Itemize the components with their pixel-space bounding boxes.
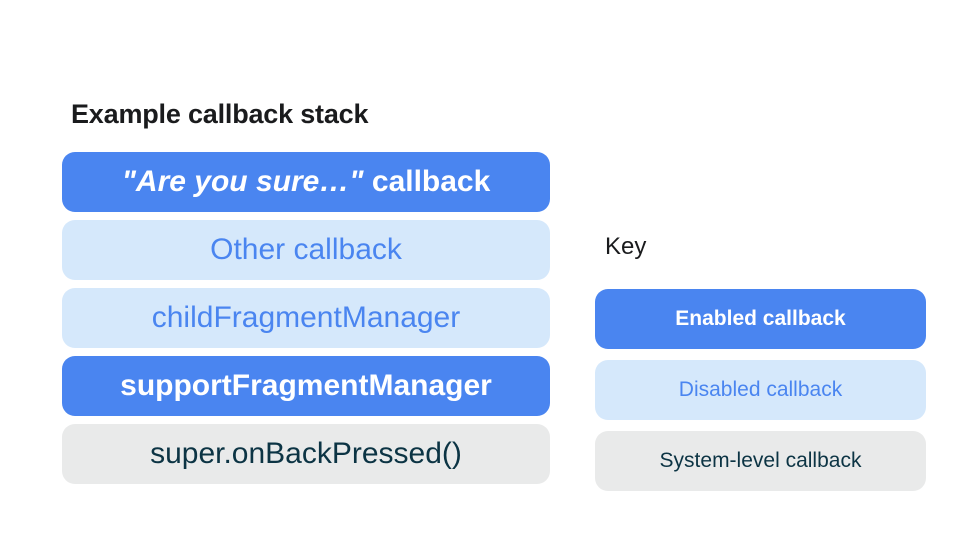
stack-box-child-fragment-manager: childFragmentManager: [62, 288, 550, 348]
key-legend: Enabled callback Disabled callback Syste…: [595, 289, 926, 502]
are-you-sure-rest-text: callback: [363, 165, 491, 198]
stack-box-other-callback: Other callback: [62, 220, 550, 280]
callback-stack: "Are you sure…" callback Other callback …: [62, 152, 550, 492]
key-item-enabled-callback: Enabled callback: [595, 289, 926, 349]
are-you-sure-italic-text: "Are you sure…": [121, 165, 364, 198]
stack-section-title: Example callback stack: [71, 99, 369, 129]
stack-box-super-on-back-pressed: super.onBackPressed(): [62, 424, 550, 484]
key-item-system-level-callback: System-level callback: [595, 431, 926, 491]
stack-box-are-you-sure-callback: "Are you sure…" callback: [62, 152, 550, 212]
key-section-title: Key: [605, 233, 647, 260]
key-item-disabled-callback: Disabled callback: [595, 360, 926, 420]
stack-box-support-fragment-manager: supportFragmentManager: [62, 356, 550, 416]
